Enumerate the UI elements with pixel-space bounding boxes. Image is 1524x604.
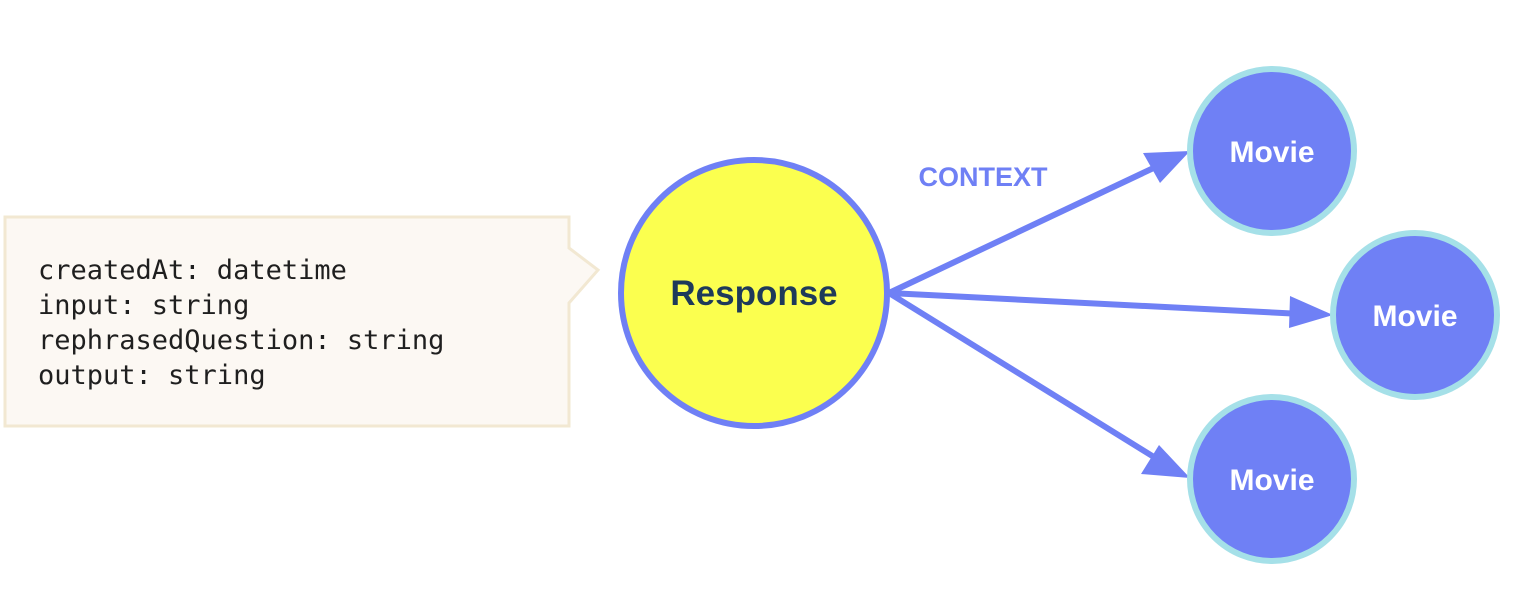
response-label: Response [670,274,837,313]
movie-label: Movie [1229,464,1314,497]
movie-label: Movie [1229,136,1314,169]
arrowhead-icon [1289,296,1333,328]
context-relationships: CONTEXT [887,151,1333,478]
arrowhead-icon [1143,151,1190,183]
arrowhead-icon [1141,445,1190,478]
response-circle [618,157,890,429]
movie-node-2[interactable]: Movie [1330,230,1500,400]
response-node[interactable]: Response [618,157,890,429]
property-callout: createdAt: datetime input: string rephra… [3,215,601,428]
property-output: output: string [38,360,266,391]
movie-label: Movie [1372,300,1457,333]
callout-box [3,215,601,428]
context-edge-to-movie-2[interactable] [888,290,1333,328]
movie-circle [1330,230,1500,400]
context-edge-to-movie-3[interactable] [887,290,1190,478]
property-input: input: string [38,290,249,321]
property-created-at: createdAt: datetime [38,255,347,286]
movie-circle [1187,66,1357,236]
property-rephrased-question: rephrasedQuestion: string [38,325,444,356]
movie-circle [1187,394,1357,564]
context-edge-to-movie-1[interactable] [887,151,1190,296]
movie-node-1[interactable]: Movie [1187,66,1357,236]
context-relationship-label: CONTEXT [918,162,1048,192]
movie-node-3[interactable]: Movie [1187,394,1357,564]
